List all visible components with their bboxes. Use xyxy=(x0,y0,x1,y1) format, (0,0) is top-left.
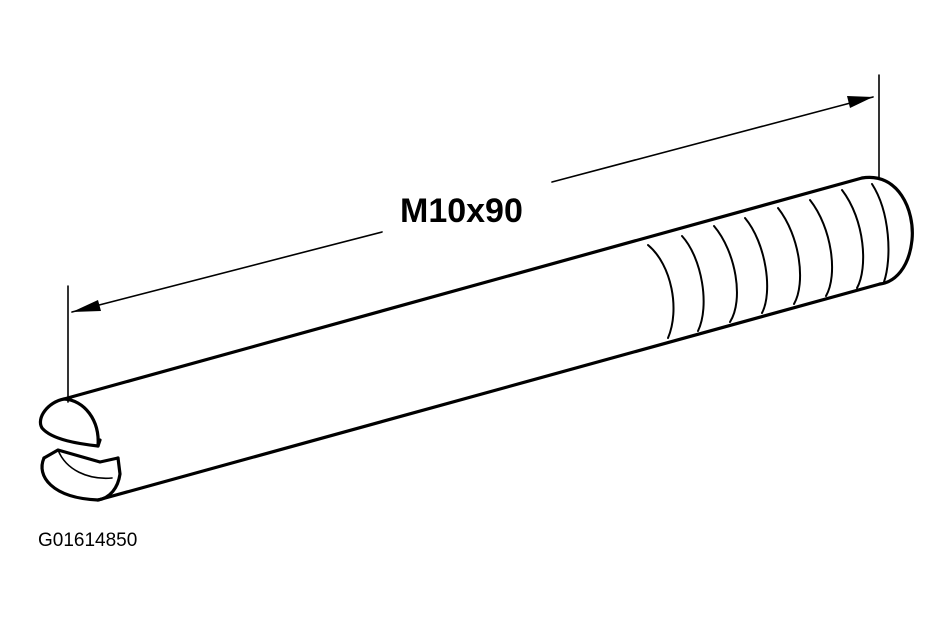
arrowhead-left xyxy=(72,300,101,312)
dimension-line-left xyxy=(71,231,383,313)
arrowhead-right xyxy=(847,96,873,108)
thread-section xyxy=(647,183,890,339)
bolt-body xyxy=(62,175,914,502)
dimension-line-right xyxy=(551,96,874,183)
figure-id: G01614850 xyxy=(38,530,137,551)
slotted-end xyxy=(38,397,122,502)
dimension-label: M10x90 xyxy=(400,192,523,230)
